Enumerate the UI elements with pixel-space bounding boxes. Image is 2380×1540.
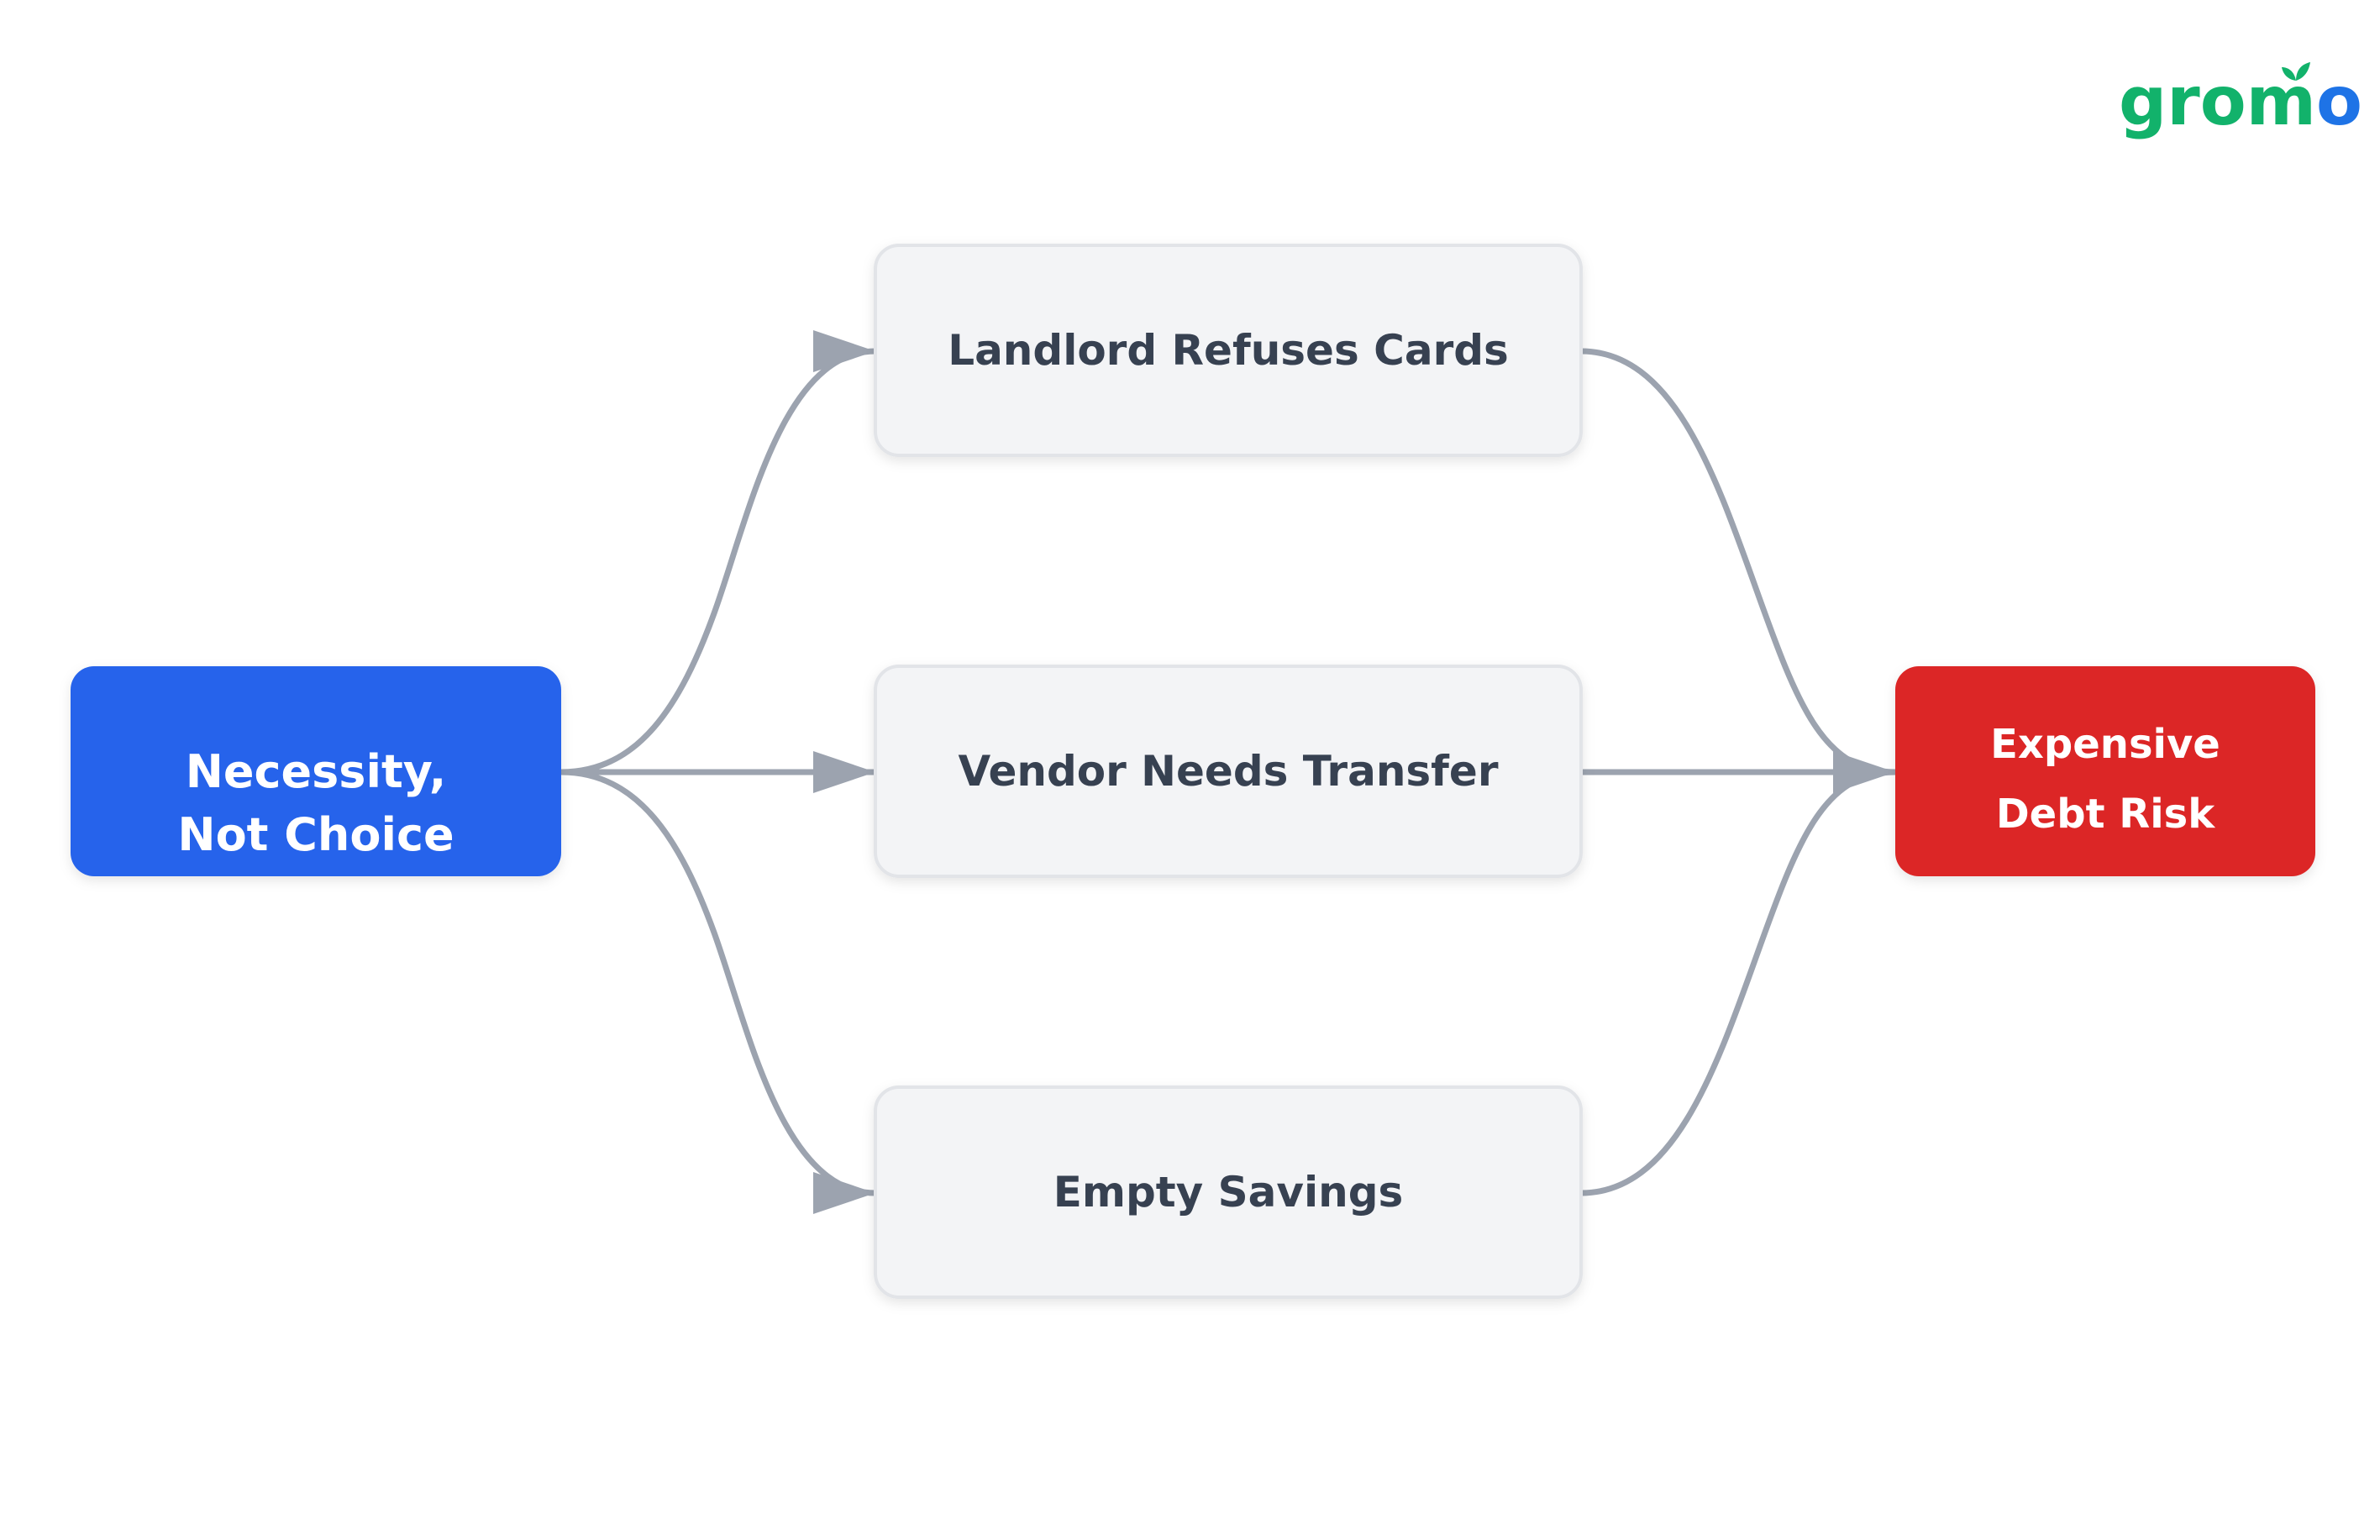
target-node: Expensive Debt Risk — [1895, 666, 2315, 876]
source-node-box — [71, 666, 561, 876]
target-node-box — [1895, 666, 2315, 876]
edge-source-to-savings — [558, 769, 879, 1196]
arrowhead-target — [1833, 751, 1895, 793]
arrowheads-middle — [813, 330, 875, 1214]
arrowhead-savings-icon — [813, 1172, 875, 1214]
brand-logo-text: gromo — [2119, 62, 2362, 140]
vendor-node-label: Vendor Needs Transfer — [959, 747, 1499, 796]
middle-node-vendor: Vendor Needs Transfer — [874, 665, 1583, 878]
target-node-label-line1: Expensive — [1990, 721, 2220, 768]
savings-node-box — [874, 1085, 1583, 1299]
vendor-node-box — [874, 665, 1583, 878]
source-node-label-line2: Not Choice — [177, 808, 454, 861]
brand-logo-text-part2: o — [2316, 62, 2362, 140]
edge-landlord-to-target — [1578, 348, 1899, 775]
middle-node-landlord: Landlord Refuses Cards — [874, 244, 1583, 457]
arrowhead-landlord-icon — [813, 330, 875, 372]
rupee-sprout-icon — [2282, 62, 2310, 81]
landlord-node-label: Landlord Refuses Cards — [948, 326, 1509, 375]
edge-savings-to-target — [1578, 769, 1899, 1196]
savings-node-label: Empty Savings — [1053, 1168, 1404, 1217]
brand-logo-text-part1: grom — [2119, 62, 2316, 140]
arrowhead-target-icon — [1833, 751, 1895, 793]
source-node: Necessity, Not Choice — [71, 666, 561, 876]
middle-node-savings: Empty Savings — [874, 1085, 1583, 1299]
target-node-label-line2: Debt Risk — [1996, 791, 2215, 838]
landlord-node-box — [874, 244, 1583, 457]
source-node-label-line1: Necessity, — [186, 745, 447, 798]
arrowhead-vendor-icon — [813, 751, 875, 793]
brand-logo: gromo — [2119, 62, 2362, 140]
edge-source-to-landlord — [558, 348, 879, 775]
